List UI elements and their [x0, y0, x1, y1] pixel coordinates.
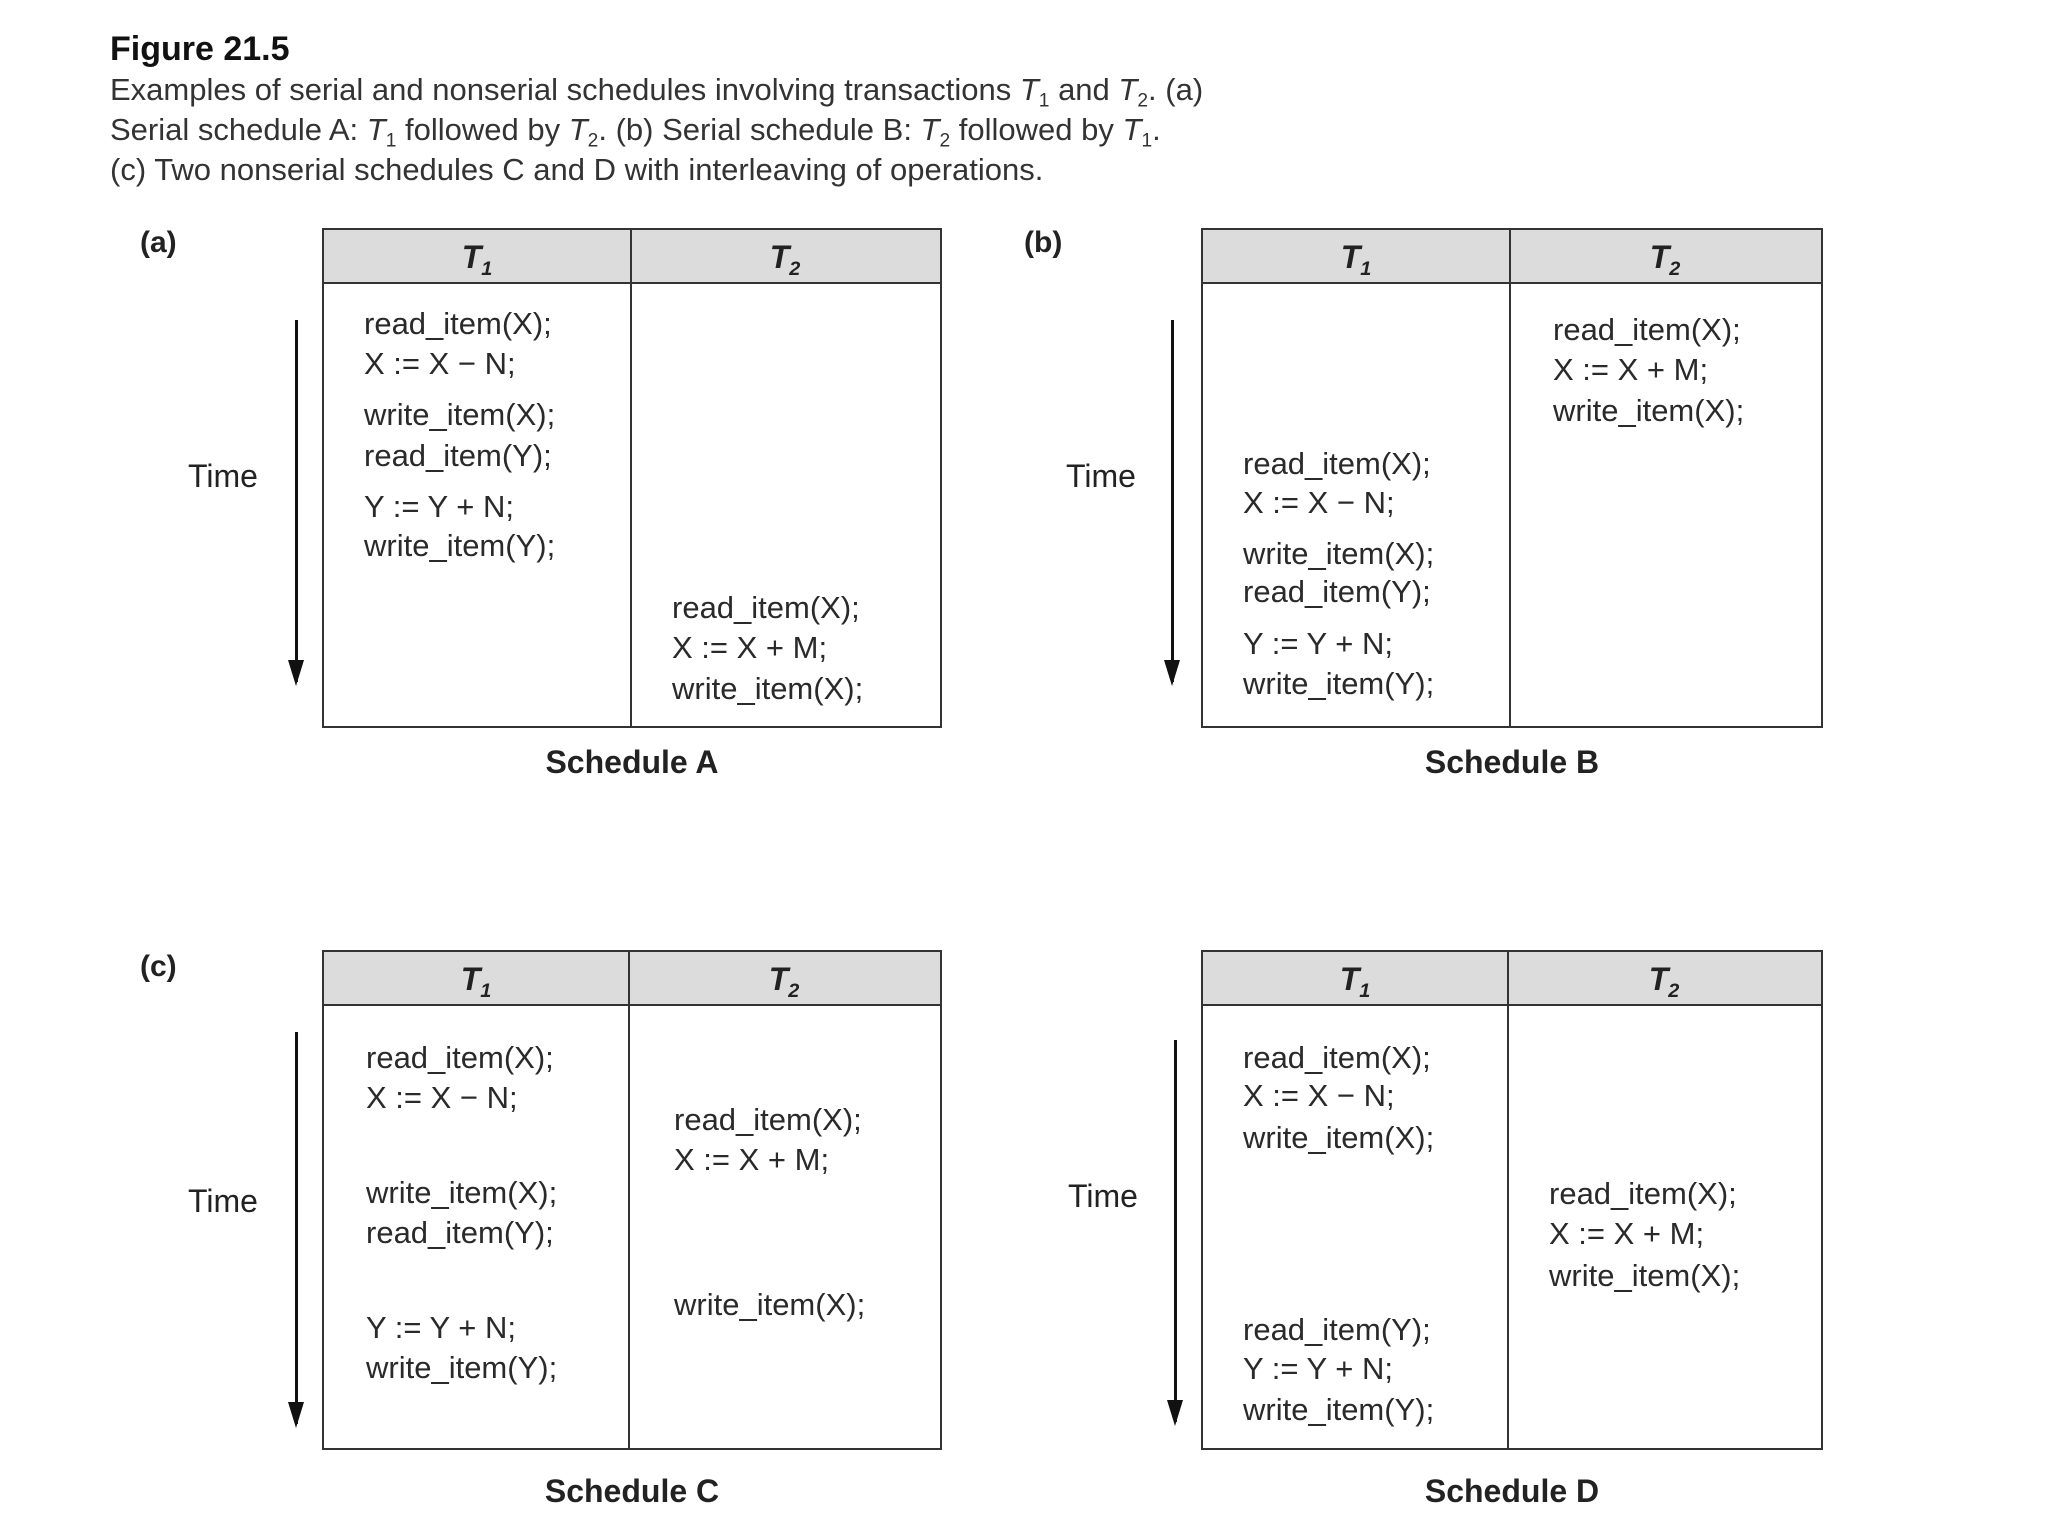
column-divider — [1509, 230, 1511, 726]
column-divider — [630, 230, 632, 726]
op-y-plus-n: Y := Y + N; — [1243, 1351, 1393, 1386]
op-y-plus-n: Y := Y + N; — [366, 1310, 516, 1345]
schedule-b-table: T1 T2 read_item(X); X := X − N; write_it… — [1201, 228, 1823, 728]
time-label-b: Time — [1066, 458, 1136, 494]
op-write-x: write_item(X); — [1243, 1120, 1435, 1155]
time-arrow-b — [1164, 320, 1180, 686]
op-read-x: read_item(X); — [1243, 1040, 1431, 1075]
column-header-t2: T2 — [1649, 239, 1681, 280]
op-write-y: write_item(Y); — [364, 528, 556, 563]
table-header-row — [1203, 952, 1821, 1006]
op-read-y: read_item(Y); — [364, 438, 552, 473]
column-header-t2: T2 — [768, 961, 800, 1002]
op-x-minus-n: X := X − N; — [1243, 485, 1395, 520]
op-write-y: write_item(Y); — [1243, 666, 1435, 701]
column-header-t1: T1 — [1340, 239, 1372, 280]
column-divider — [628, 952, 630, 1448]
op-x-minus-n: X := X − N; — [366, 1080, 518, 1115]
time-label-d: Time — [1068, 1178, 1138, 1214]
caption-line-2: Serial schedule A: T1 followed by T2. (b… — [110, 112, 1161, 152]
column-divider — [1507, 952, 1509, 1448]
op-x-plus-m: X := X + M; — [1549, 1216, 1705, 1251]
op-read-y: read_item(Y); — [1243, 1312, 1431, 1347]
op-x-plus-m: X := X + M; — [1553, 352, 1709, 387]
op-write-x: write_item(X); — [366, 1175, 558, 1210]
op-read-y: read_item(Y); — [366, 1215, 554, 1250]
op-read-x: read_item(X); — [366, 1040, 554, 1075]
column-header-t2: T2 — [1648, 961, 1680, 1002]
schedule-d-table: T1 T2 read_item(X); X := X − N; write_it… — [1201, 950, 1823, 1450]
panel-label-b: (b) — [1024, 226, 1063, 259]
figure-title: Figure 21.5 — [110, 30, 290, 68]
op-x-plus-m: X := X + M; — [672, 630, 828, 665]
time-arrow-a — [288, 320, 304, 686]
op-read-x: read_item(X); — [674, 1102, 862, 1137]
op-write-x: write_item(X); — [1553, 393, 1745, 428]
figure-caption: Examples of serial and nonserial schedul… — [110, 70, 1203, 190]
table-header-row — [324, 230, 940, 284]
op-read-x: read_item(X); — [1243, 446, 1431, 481]
op-y-plus-n: Y := Y + N; — [364, 489, 514, 524]
op-write-y: write_item(Y); — [1243, 1392, 1435, 1427]
table-header-row — [324, 952, 940, 1006]
op-write-y: write_item(Y); — [366, 1350, 558, 1385]
op-write-x: write_item(X); — [672, 671, 864, 706]
op-write-x: write_item(X); — [364, 397, 556, 432]
schedule-c-table: T1 T2 read_item(X); X := X − N; write_it… — [322, 950, 942, 1450]
op-x-minus-n: X := X − N; — [1243, 1078, 1395, 1113]
time-label-a: Time — [188, 458, 258, 494]
caption-line-1: Examples of serial and nonserial schedul… — [110, 72, 1204, 112]
panel-label-c: (c) — [140, 950, 177, 983]
schedule-a-table: T1 T2 read_item(X); X := X − N; write_it… — [322, 228, 942, 728]
op-read-x: read_item(X); — [1549, 1176, 1737, 1211]
time-label-c: Time — [188, 1183, 258, 1219]
op-x-plus-m: X := X + M; — [674, 1142, 830, 1177]
op-read-x: read_item(X); — [1553, 312, 1741, 347]
schedule-a-label: Schedule A — [545, 744, 719, 780]
schedule-d-label: Schedule D — [1424, 1473, 1600, 1509]
op-write-x: write_item(X); — [1549, 1258, 1741, 1293]
column-header-t1: T1 — [461, 239, 493, 280]
column-header-t1: T1 — [1339, 961, 1371, 1002]
op-write-x: write_item(X); — [674, 1287, 866, 1322]
schedule-c-label: Schedule C — [544, 1473, 720, 1509]
time-arrow-d — [1167, 1040, 1183, 1426]
schedule-b-label: Schedule B — [1424, 744, 1600, 780]
column-header-t1: T1 — [460, 961, 492, 1002]
op-y-plus-n: Y := Y + N; — [1243, 626, 1393, 661]
table-header-row — [1203, 230, 1821, 284]
panel-label-a: (a) — [140, 226, 177, 259]
op-read-y: read_item(Y); — [1243, 574, 1431, 609]
op-read-x: read_item(X); — [364, 306, 552, 341]
caption-line-3: (c) Two nonserial schedules C and D with… — [110, 152, 1044, 187]
op-x-minus-n: X := X − N; — [364, 346, 516, 381]
op-read-x: read_item(X); — [672, 590, 860, 625]
time-arrow-c — [288, 1032, 304, 1428]
column-header-t2: T2 — [769, 239, 801, 280]
op-write-x: write_item(X); — [1243, 536, 1435, 571]
